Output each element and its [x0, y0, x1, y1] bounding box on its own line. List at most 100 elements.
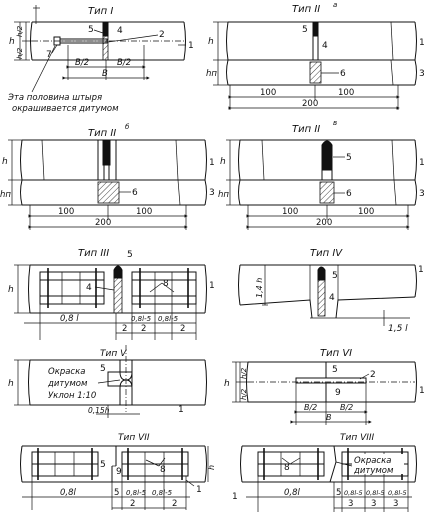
label-1: 1 — [419, 386, 425, 396]
label-6: 6 — [132, 188, 138, 198]
dim-100-left: 100 — [58, 207, 74, 217]
label-5: 5 — [100, 364, 106, 374]
dim-h: h — [9, 37, 15, 47]
label-1: 1 — [419, 158, 425, 168]
dim-h: h — [208, 37, 214, 47]
panel-title: Тип II — [292, 124, 320, 135]
label-9: 9 — [335, 388, 341, 398]
label-6: 6 — [340, 69, 346, 79]
dim-h2-bottom: h/2 — [240, 388, 248, 400]
dim-B2-right: B/2 — [340, 403, 353, 412]
dim-B: B — [326, 413, 332, 422]
label-8: 8 — [163, 279, 169, 289]
label-5: 5 — [88, 25, 94, 35]
label-3: 3 — [419, 189, 425, 199]
dim-2-c: 2 — [180, 324, 185, 334]
dim-hn: hп — [0, 190, 11, 200]
dim-100-left: 100 — [260, 88, 276, 98]
dim-seg-1: 0,8l-5 — [126, 489, 147, 497]
dim-08l: 0,8l — [284, 488, 301, 498]
dim-h: h — [8, 285, 14, 295]
panel-type-2b: Тип II б h hп 1 6 3 100 100 200 — [0, 123, 215, 230]
dim-3-c: 3 — [393, 499, 398, 509]
dim-h: h — [2, 157, 8, 167]
panel-title: Тип V — [100, 349, 127, 359]
dim-100-left: 100 — [282, 207, 298, 217]
label-5: 5 — [332, 271, 338, 281]
dim-015h: 0,15h — [88, 406, 110, 415]
panel-type-3: Тип III 5 h 4 8 1 — [8, 248, 215, 340]
dim-100-right: 100 — [338, 88, 354, 98]
panel-title: Тип II — [292, 4, 320, 15]
label-1: 1 — [196, 485, 202, 495]
label-4: 4 — [329, 293, 335, 303]
label-4: 4 — [86, 283, 92, 293]
dim-14h: 1,4 h — [255, 278, 264, 298]
dim-B2-right: B/2 — [117, 58, 131, 68]
dim-h2-bottom: h/2 — [16, 47, 24, 59]
panel-type-8: Тип VIII Окраска дитумом 8 1 — [232, 433, 417, 512]
dim-08l: 0,8 l — [60, 314, 79, 324]
panel-title-sup: в — [333, 119, 337, 127]
dim-seg-2: 0,8l-5 — [366, 489, 385, 497]
label-2: 2 — [370, 370, 376, 380]
label-5: 5 — [302, 25, 308, 35]
dim-3-a: 3 — [348, 499, 353, 509]
dim-5: 5 — [114, 488, 119, 498]
paint-line2: дитумом — [353, 466, 394, 476]
panel-title: Тип II — [88, 128, 116, 139]
panel-type-4: Тип IV 1,4 h 5 4 1 1,5 l — [238, 248, 424, 334]
label-4: 4 — [322, 41, 328, 51]
dim-seg-1: 0,8l-5 — [344, 489, 363, 497]
label-1: 1 — [178, 405, 184, 415]
note-line1: Эта половина штыря — [7, 93, 102, 103]
label-3: 3 — [419, 69, 425, 79]
panel-type-5: Тип V h 5 Окраска дитумом Уклон 1:10 0,1… — [8, 345, 207, 418]
label-7: 7 — [46, 50, 52, 60]
dim-h2-top: h/2 — [240, 367, 248, 379]
slope-note: Уклон 1:10 — [48, 391, 96, 401]
dim-2-b: 2 — [141, 324, 146, 334]
label-1: 1 — [188, 41, 194, 51]
dim-seg-1: 0,8l-5 — [131, 315, 152, 323]
panel-title: Тип III — [78, 248, 109, 259]
dim-200: 200 — [316, 218, 332, 228]
panel-type-7: Тип VII 8 5 9 1 h — [20, 433, 216, 510]
panel-title: Тип VI — [320, 348, 352, 359]
paint-line1: Окраска — [354, 456, 391, 466]
label-1: 1 — [232, 492, 238, 502]
panel-type-2v: Тип II в h hп 5 1 6 3 100 100 — [218, 119, 425, 230]
dim-2-a: 2 — [130, 499, 135, 509]
dim-2-b: 2 — [172, 499, 177, 509]
panel-type-2a: Тип II а h hп 5 4 1 6 3 — [206, 1, 425, 110]
label-8: 8 — [284, 463, 290, 473]
label-2: 2 — [159, 30, 165, 40]
dim-h: h — [207, 465, 216, 470]
dim-2-a: 2 — [122, 324, 127, 334]
label-1: 1 — [209, 281, 215, 291]
dim-seg-2: 0,8l-5 — [158, 315, 179, 323]
dim-100-right: 100 — [136, 207, 152, 217]
dim-15l: 1,5 l — [388, 324, 408, 334]
dim-200: 200 — [302, 99, 318, 109]
panel-title-sup: б — [125, 123, 130, 131]
label-1: 1 — [209, 158, 215, 168]
dim-200: 200 — [95, 218, 111, 228]
label-6: 6 — [346, 189, 352, 199]
label-4: 4 — [117, 26, 123, 36]
dim-hn: hп — [218, 190, 229, 200]
label-1: 1 — [419, 38, 425, 48]
dim-B2-left: B/2 — [75, 58, 89, 68]
panel-type-1: Тип I h h/2 h/2 5 4 2 1 7 — [7, 5, 194, 114]
panel-title: Тип I — [88, 6, 113, 17]
label-5: 5 — [346, 153, 352, 163]
dim-h2-top: h/2 — [16, 25, 24, 37]
paint-line1: Окраска — [48, 367, 85, 377]
dim-h: h — [8, 379, 14, 389]
label-9: 9 — [116, 467, 122, 477]
note-line2: окрашивается дитумом — [12, 104, 119, 114]
dim-B2-left: B/2 — [304, 403, 317, 412]
dim-seg-3: 0,8l-5 — [388, 489, 407, 497]
